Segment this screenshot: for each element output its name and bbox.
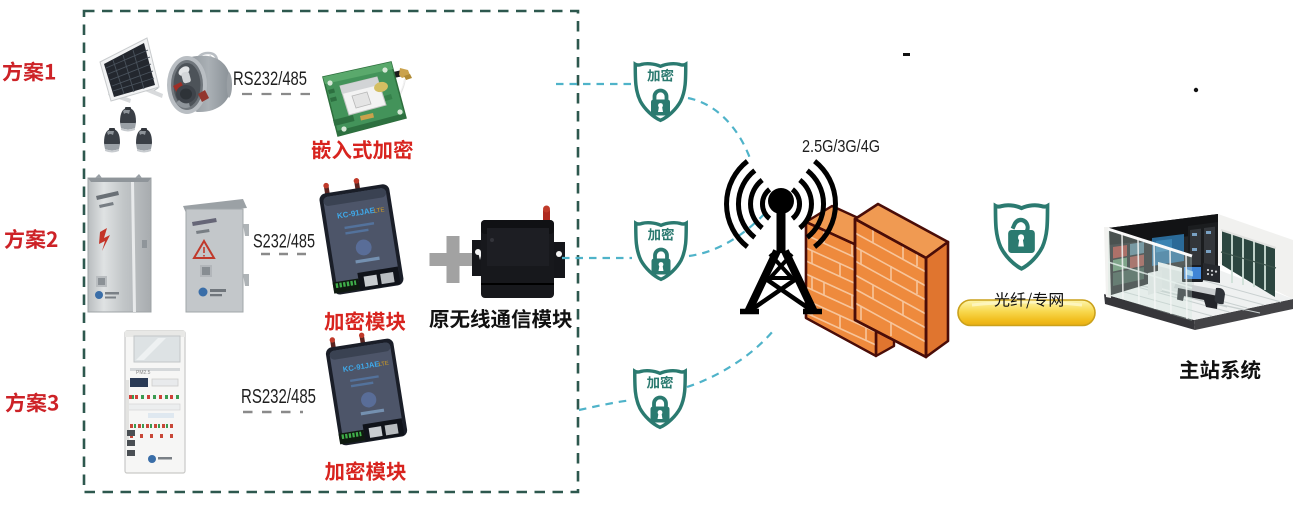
svg-text:RS232/485: RS232/485 [241, 386, 316, 408]
svg-text:PM2.5: PM2.5 [136, 370, 151, 376]
svg-text:LTE: LTE [378, 361, 389, 369]
svg-text:2.5G/3G/4G: 2.5G/3G/4G [802, 136, 880, 156]
svg-text:LTE: LTE [374, 207, 385, 215]
svg-text:S232/485: S232/485 [253, 232, 315, 253]
svg-text:RS232/485: RS232/485 [233, 69, 307, 90]
